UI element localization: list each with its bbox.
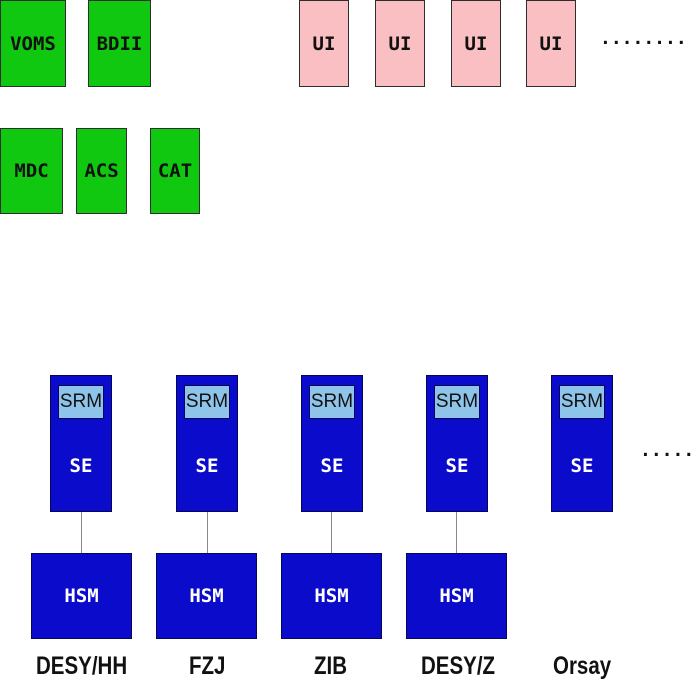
site-label: FZJ bbox=[189, 652, 226, 680]
ui-node: UI bbox=[299, 0, 349, 87]
se-hsm-connector bbox=[331, 512, 332, 553]
se-label: SE bbox=[320, 455, 344, 477]
voms-node: VOMS bbox=[0, 0, 66, 87]
cat-node: CAT bbox=[150, 128, 200, 214]
node-label: CAT bbox=[157, 160, 193, 182]
site-label: DESY/HH bbox=[36, 652, 128, 680]
se-label: SE bbox=[69, 455, 93, 477]
srm-box: SRM bbox=[184, 385, 230, 419]
srm-box: SRM bbox=[58, 385, 104, 419]
site-label: ZIB bbox=[314, 652, 348, 680]
acs-node: ACS bbox=[76, 128, 127, 214]
node-label: VOMS bbox=[10, 32, 56, 55]
node-label: UI bbox=[388, 32, 412, 55]
ui-node: UI bbox=[451, 0, 501, 87]
mdc-node: MDC bbox=[0, 128, 63, 214]
srm-box: SRM bbox=[434, 385, 480, 419]
se-label: SE bbox=[445, 455, 469, 477]
storage-element: SRM SE bbox=[551, 375, 613, 512]
node-label: UI bbox=[539, 32, 563, 55]
se-hsm-connector bbox=[81, 512, 82, 553]
hsm-box: HSM bbox=[406, 553, 507, 639]
ui-ellipsis: ........ bbox=[600, 28, 687, 49]
storage-element: SRM SE bbox=[426, 375, 488, 512]
hsm-box: HSM bbox=[281, 553, 382, 639]
site-label: Orsay bbox=[553, 652, 612, 680]
se-hsm-connector bbox=[207, 512, 208, 553]
node-label: BDII bbox=[96, 32, 143, 55]
hsm-box: HSM bbox=[31, 553, 132, 639]
storage-element: SRM SE bbox=[301, 375, 363, 512]
storage-element: SRM SE bbox=[176, 375, 238, 512]
node-label: UI bbox=[464, 32, 488, 55]
srm-box: SRM bbox=[559, 385, 605, 419]
site-label: DESY/Z bbox=[421, 652, 496, 680]
se-ellipsis: ........ bbox=[640, 440, 698, 461]
ui-node: UI bbox=[526, 0, 576, 87]
se-label: SE bbox=[570, 455, 594, 477]
node-label: UI bbox=[312, 32, 336, 55]
ui-node: UI bbox=[375, 0, 425, 87]
hsm-box: HSM bbox=[156, 553, 257, 639]
bdii-node: BDII bbox=[88, 0, 151, 87]
node-label: ACS bbox=[84, 160, 119, 182]
se-hsm-connector bbox=[456, 512, 457, 553]
srm-box: SRM bbox=[309, 385, 355, 419]
se-label: SE bbox=[195, 455, 219, 477]
node-label: MDC bbox=[14, 160, 49, 182]
storage-element: SRM SE bbox=[50, 375, 112, 512]
